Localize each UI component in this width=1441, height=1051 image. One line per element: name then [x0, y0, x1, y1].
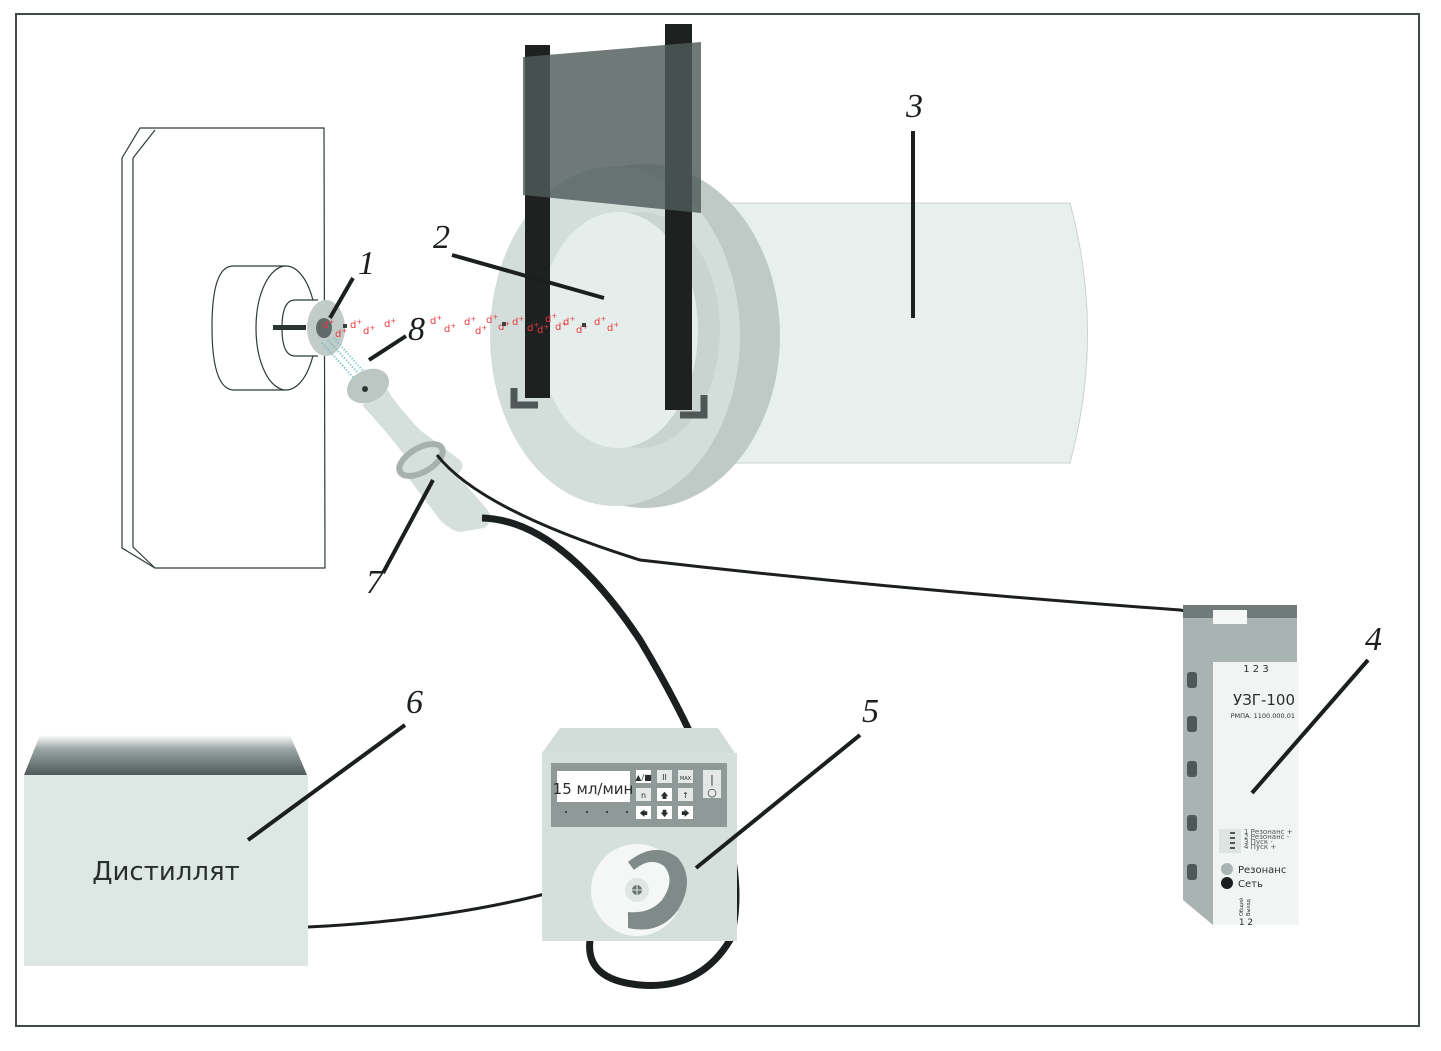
leader-4 [1250, 658, 1370, 795]
callout-5: 5 [862, 693, 879, 730]
pump-key-right-label: 🡆 [681, 809, 689, 818]
pump-rotor-head [591, 844, 687, 936]
generator-legend-2: 2 Резонанс - [1244, 833, 1290, 841]
pump-key-right[interactable]: 🡆 [678, 806, 693, 819]
cluster-marker [502, 322, 506, 326]
pump-key-down[interactable]: 🡇 [657, 806, 672, 819]
callout-4: 4 [1365, 621, 1382, 658]
callout-6: 6 [406, 684, 423, 721]
callout-3: 3 [905, 88, 923, 125]
pump-power-on-label: | [710, 773, 714, 786]
power-label: Сеть [1238, 879, 1263, 890]
particle-label: d+ [350, 318, 362, 331]
out-numbers: 1 2 [1239, 918, 1253, 928]
pump-key-t[interactable]: ↑ [678, 788, 693, 801]
pump-power-off-label: ○ [707, 786, 717, 799]
cluster-marker [582, 323, 586, 327]
generator-connector [1213, 610, 1247, 624]
pump-power-switch[interactable]: |○ [703, 770, 721, 799]
leader-1 [328, 277, 355, 319]
particle-label: d+ [384, 317, 396, 330]
distillate-label: Дистиллят [92, 857, 240, 887]
pump-key-up-label: 🡅 [660, 791, 668, 800]
pump-key-pause[interactable]: II [657, 770, 672, 783]
generator-channels: 1 2 3 [1243, 664, 1268, 675]
ultrasonic-generator: 1 2 3 УЗГ-100 РМПА. 1100.000.01 1 Резона… [1183, 605, 1299, 928]
emitter-tip [316, 318, 332, 338]
pump-key-n-label: n [641, 791, 646, 800]
particle-label: d+ [444, 322, 456, 335]
clamp-left [510, 388, 538, 409]
particle-label: d+ [335, 327, 347, 340]
callout-8: 8 [408, 311, 425, 348]
power-indicator [1221, 877, 1233, 889]
callout-2: 2 [433, 219, 450, 256]
emitter-stem [273, 325, 306, 330]
generator-legend-1: 1 Резонанс + [1244, 828, 1293, 836]
pump-key-down-label: 🡇 [660, 809, 668, 818]
pump-key-left[interactable]: 🡄 [636, 806, 651, 819]
pump-key-up[interactable]: 🡅 [657, 788, 672, 801]
pump-display [557, 771, 630, 802]
distillate-tank: Дистиллят [24, 735, 308, 966]
droplet-spray [321, 337, 373, 388]
pump-key-t-label: ↑ [682, 791, 689, 800]
pump-display-value: 15 мл/мин [553, 780, 634, 798]
figure-frame [15, 13, 1420, 1027]
clamp-right [680, 395, 708, 419]
out-label-output: Выход [1246, 899, 1252, 916]
pump-key-max-label: MAX [680, 776, 692, 782]
signal-cable [435, 454, 1226, 620]
out-label-common: Общий [1238, 898, 1245, 916]
particle-label: d+ [430, 314, 442, 327]
pump-key-pause-label: II [662, 773, 667, 782]
leader-7 [381, 479, 435, 574]
pump-key-n[interactable]: n [636, 788, 651, 801]
generator-terminal-block [1219, 829, 1241, 853]
generator-legend-4: 4 Пуск + [1244, 843, 1276, 851]
pump-key-mode-label: ▲/■ [635, 773, 651, 782]
pump-key-left-label: 🡄 [639, 809, 647, 818]
pump-key-mode[interactable]: ▲/■ [635, 770, 652, 783]
leader-lines [246, 131, 1370, 870]
leader-6 [246, 723, 407, 842]
wall-mount [121, 127, 326, 569]
resonance-indicator [1221, 863, 1233, 875]
resonance-label: Резонанс [1238, 865, 1286, 876]
ultrasonic-nozzle [346, 368, 491, 532]
leader-2 [451, 253, 605, 300]
generator-legend-3: 3 Пуск - [1244, 838, 1273, 846]
leader-8 [367, 334, 408, 362]
leader-5 [694, 733, 862, 870]
deflector-plate [523, 42, 701, 213]
cluster-marker [343, 324, 347, 328]
callout-1: 1 [358, 245, 375, 282]
generator-code: РМПА. 1100.000.01 [1231, 712, 1295, 720]
drift-tube-cylinder [719, 202, 1088, 464]
particle-label: d+ [363, 324, 375, 337]
generator-model: УЗГ-100 [1233, 691, 1295, 709]
callout-7: 7 [366, 564, 385, 601]
pump-key-max[interactable]: MAX [678, 770, 693, 783]
